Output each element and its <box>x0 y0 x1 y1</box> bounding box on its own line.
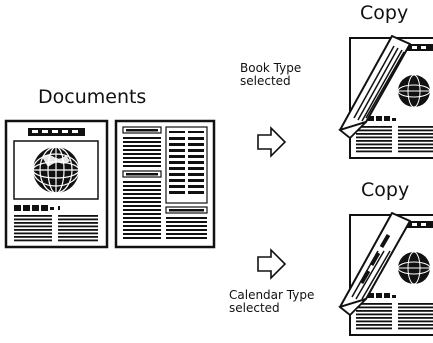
calendar-type-line1: Calendar Type <box>229 288 315 302</box>
calendar-type-label: Calendar Type selected <box>229 289 314 315</box>
calendar-type-line2: selected <box>229 301 280 315</box>
copy-title-bottom: Copy <box>361 179 410 201</box>
copy-title-top: Copy <box>360 2 409 24</box>
copy-result-book-type <box>338 35 433 159</box>
book-type-line2: selected <box>240 74 291 88</box>
right-arrow-icon <box>257 126 287 158</box>
book-type-line1: Book Type <box>240 61 302 75</box>
copy-result-calendar-type <box>338 212 433 336</box>
book-type-label: Book Type selected <box>240 62 301 88</box>
document-globe-page <box>4 119 109 249</box>
globe-icon <box>32 146 80 194</box>
document-text-page <box>114 119 216 249</box>
right-arrow-icon <box>257 248 287 280</box>
documents-title: Documents <box>38 86 147 108</box>
